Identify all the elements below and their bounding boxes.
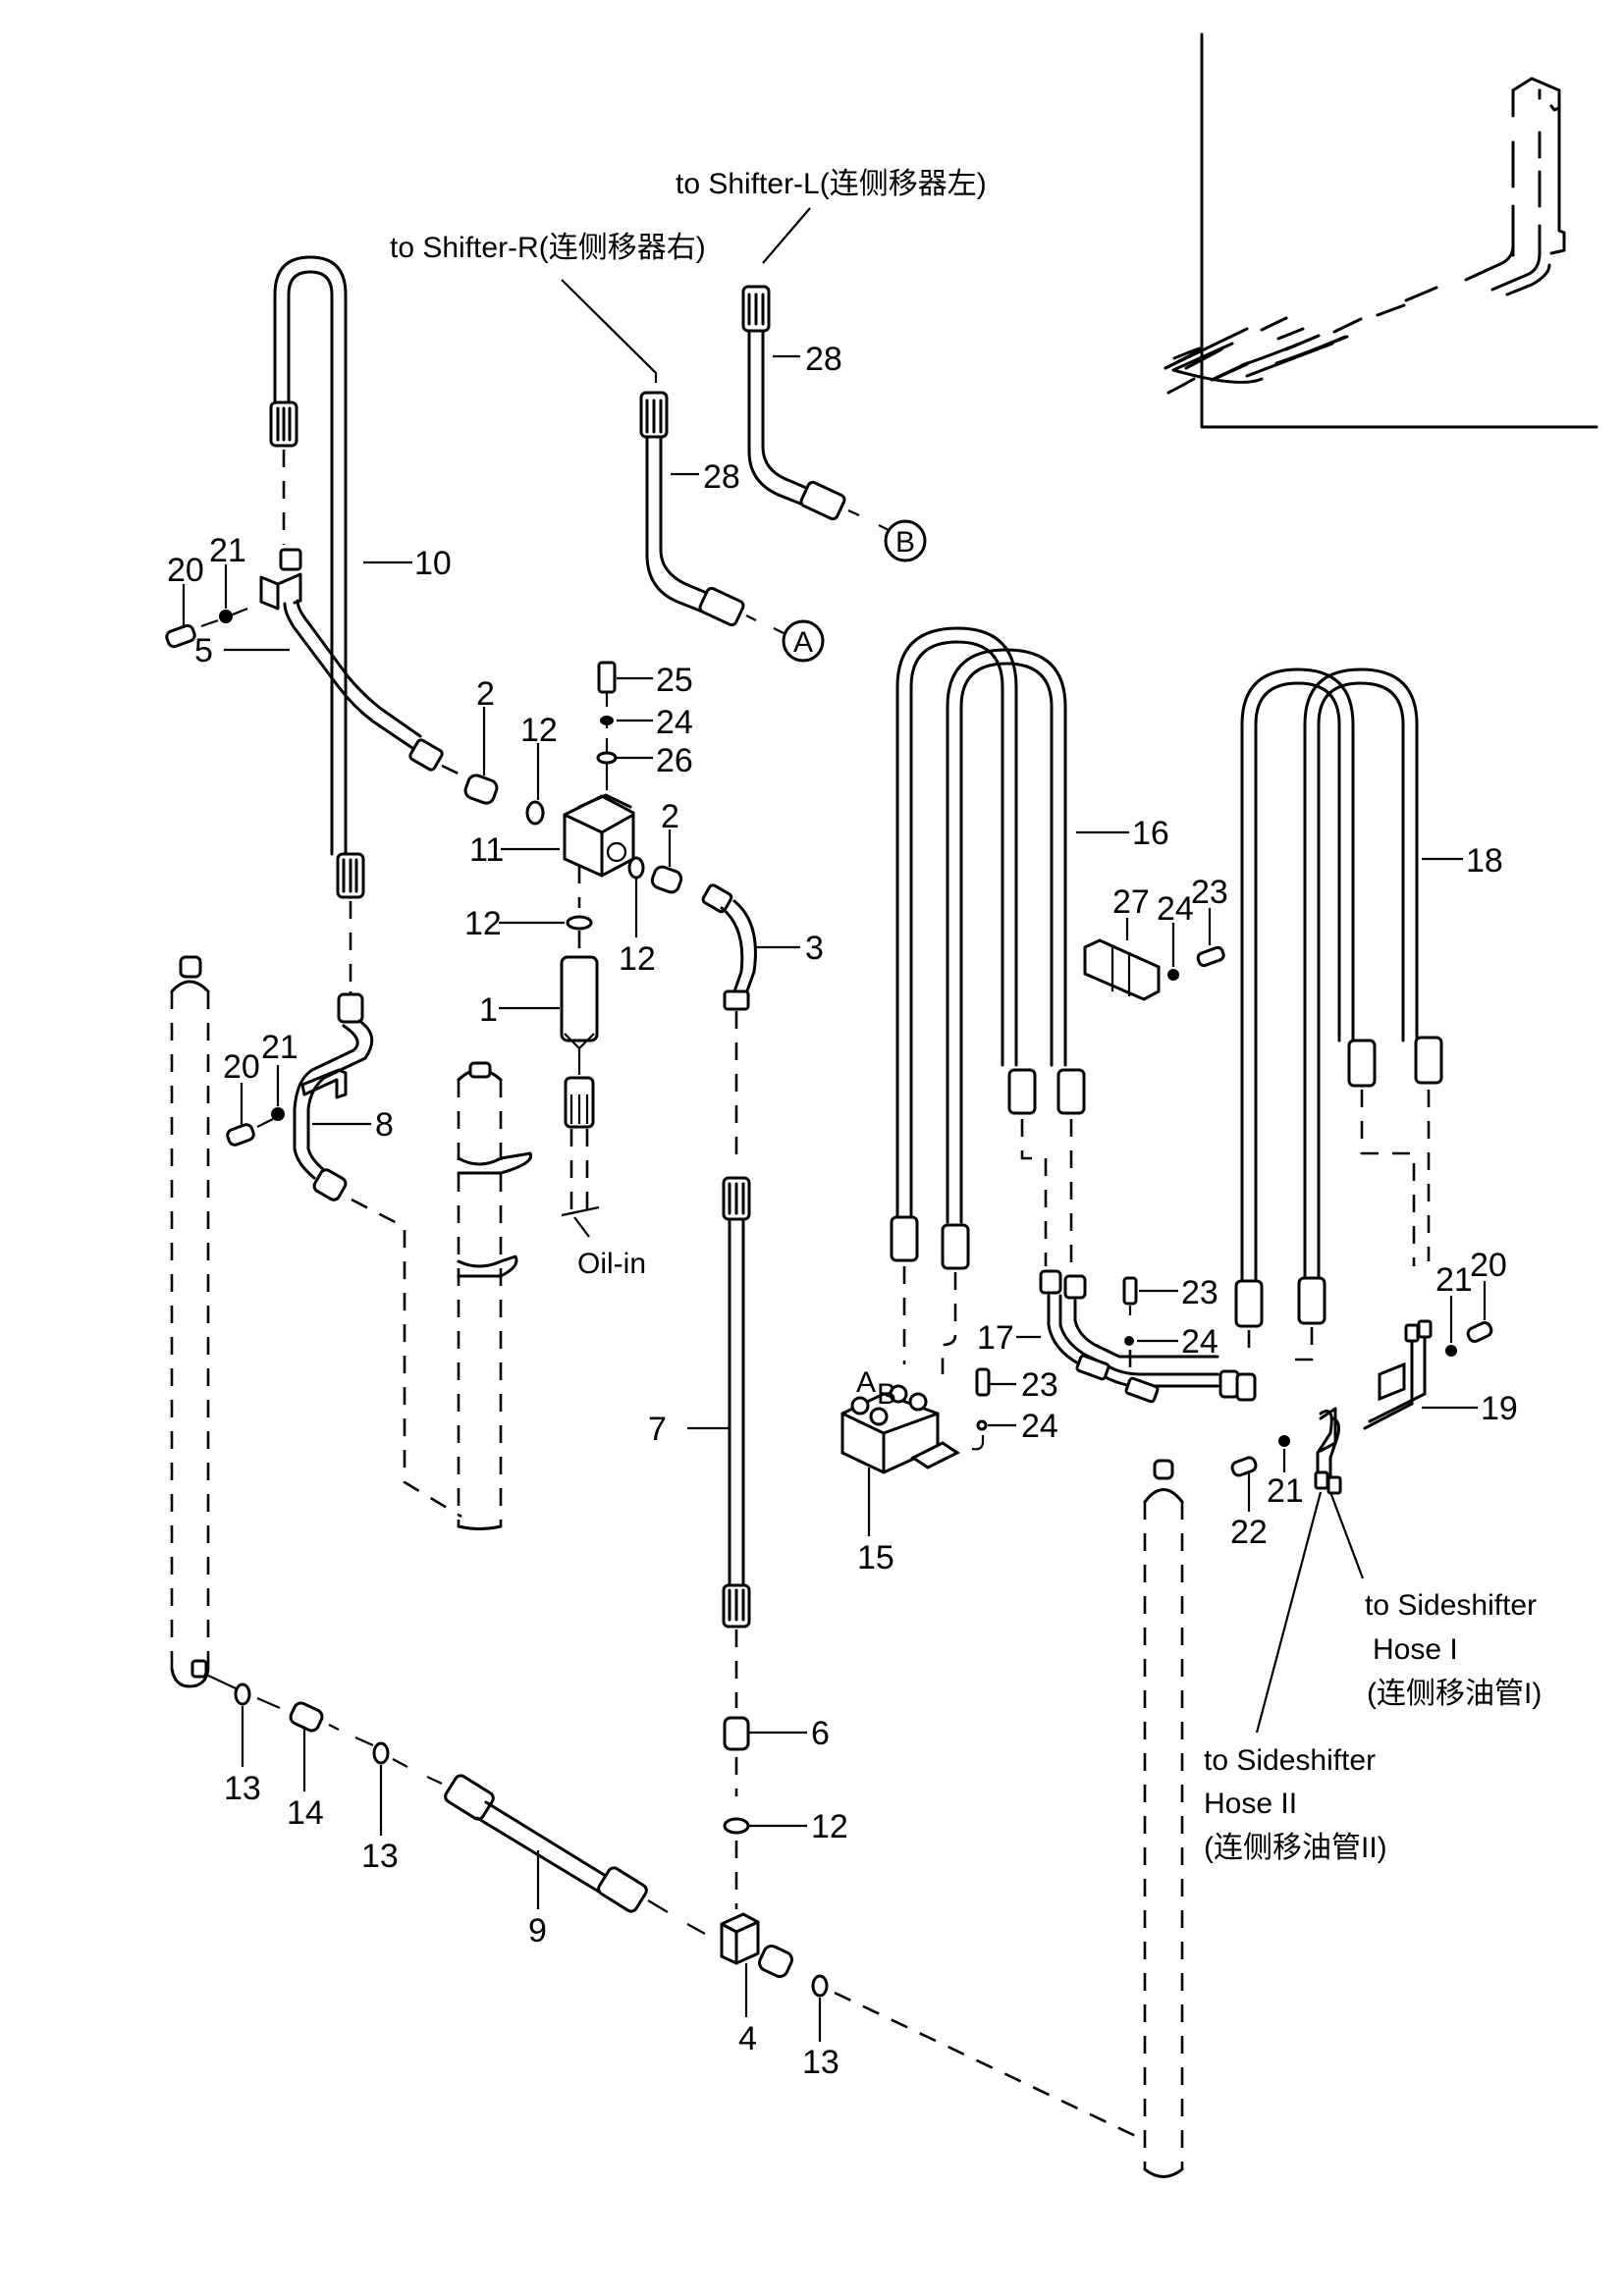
callout-21: 21 [209, 532, 246, 569]
hose-10: 10 [269, 255, 452, 991]
callout-10: 10 [414, 545, 452, 582]
callout-3: 3 [805, 930, 824, 967]
callout-23: 23 [1021, 1366, 1058, 1404]
callout-19: 19 [1481, 1390, 1518, 1427]
callout-23: 23 [1181, 1274, 1218, 1311]
hose-1-label-line2: Hose I [1373, 1633, 1458, 1666]
callout-2: 2 [661, 798, 679, 835]
circle-a-label: A [793, 626, 813, 659]
callout-24: 24 [1021, 1408, 1058, 1445]
cylinder-right [1143, 1459, 1184, 2178]
fork-inset [1165, 32, 1598, 429]
fork-icon [1165, 77, 1566, 395]
callout-11: 11 [469, 831, 504, 869]
hose-28-left: B 28 [741, 285, 927, 562]
callout-21: 21 [1435, 1261, 1473, 1299]
callout-24: 24 [656, 704, 693, 741]
hose-2-label-line3: (连侧移油管II) [1204, 1832, 1387, 1864]
valve-block-group: 2 12 11 25 24 26 12 2 12 [441, 661, 693, 978]
callout-9: 9 [528, 1912, 547, 1949]
callout-20: 20 [1470, 1247, 1507, 1284]
tube-3: 3 [701, 883, 824, 1168]
port-a-label: A [856, 1366, 876, 1399]
hose-2-label-line1: to Sideshifter [1204, 1744, 1376, 1777]
shifter-r-label: to Shifter-R(连侧移器右) [390, 232, 706, 264]
tube-8: 8 20 21 [223, 991, 462, 1519]
filter-1: 1 Oil-in [479, 931, 646, 1280]
callout-1: 1 [479, 991, 498, 1029]
callout-18: 18 [1466, 842, 1503, 880]
callout-22: 22 [1230, 1514, 1268, 1551]
callout-24: 24 [1157, 890, 1194, 928]
callout-28: 28 [805, 341, 842, 378]
callout-20: 20 [223, 1048, 260, 1086]
sideshifter-labels: to Sideshifter Hose I (连侧移油管I) to Sidesh… [1204, 1491, 1542, 1864]
callout-6: 6 [811, 1715, 830, 1752]
callout-12: 12 [619, 940, 656, 978]
callout-13: 13 [361, 1838, 399, 1875]
hose-1-label-line3: (连侧移油管I) [1367, 1678, 1542, 1710]
tube-19: 19 21 20 21 22 [1230, 1247, 1518, 1551]
callout-25: 25 [656, 662, 693, 699]
manifold-15: A B 15 23 24 [840, 1366, 1058, 1576]
callout-26: 26 [656, 742, 693, 779]
callout-20: 20 [167, 552, 204, 589]
callout-4: 4 [738, 2020, 757, 2057]
callout-13: 13 [802, 2044, 839, 2081]
callout-7: 7 [648, 1411, 667, 1448]
callout-12: 12 [520, 712, 558, 749]
shifter-l-label: to Shifter-L(连侧移器左) [676, 168, 987, 200]
hose-18: 18 [1234, 667, 1503, 1362]
callout-12: 12 [464, 905, 502, 942]
shifter-l-leader [762, 207, 811, 264]
fastener-top-left: 20 21 [165, 532, 248, 649]
inset-frame [1200, 32, 1598, 429]
cylinder-middle [457, 1061, 533, 1530]
lower-fittings: 6 12 4 13 [720, 1715, 1145, 2142]
shifter-r-leader [561, 279, 658, 383]
callout-17: 17 [977, 1319, 1014, 1357]
callout-16: 16 [1132, 815, 1169, 852]
lower-left-chain: 13 14 13 9 [224, 1682, 706, 1949]
callout-8: 8 [375, 1106, 394, 1144]
callout-21: 21 [261, 1029, 298, 1066]
tube-5: 5 [194, 548, 444, 772]
callout-2: 2 [476, 675, 495, 713]
callout-28: 28 [703, 458, 740, 496]
callout-5: 5 [194, 632, 213, 669]
callout-23: 23 [1191, 874, 1228, 911]
hose-16: 16 [890, 626, 1169, 1374]
callout-24: 24 [1181, 1323, 1218, 1361]
callout-21: 21 [1267, 1472, 1304, 1510]
cylinder-left [170, 955, 237, 1689]
clamp-27: 27 24 23 [1083, 874, 1228, 1001]
callout-13: 13 [224, 1770, 261, 1807]
hose-28-right: A 28 [639, 391, 825, 663]
hose-7: 7 [648, 1176, 751, 1708]
hose-1-label-line1: to Sideshifter [1365, 1589, 1537, 1622]
callout-27: 27 [1112, 883, 1150, 921]
hose-2-label-line2: Hose II [1204, 1788, 1297, 1820]
callout-14: 14 [287, 1794, 324, 1832]
port-b-label: B [877, 1378, 896, 1411]
oil-in-label: Oil-in [577, 1248, 646, 1280]
circle-b-label: B [895, 526, 915, 559]
callout-15: 15 [857, 1539, 894, 1576]
tube-17: 17 23 24 [977, 1269, 1257, 1404]
callout-12: 12 [811, 1808, 848, 1845]
